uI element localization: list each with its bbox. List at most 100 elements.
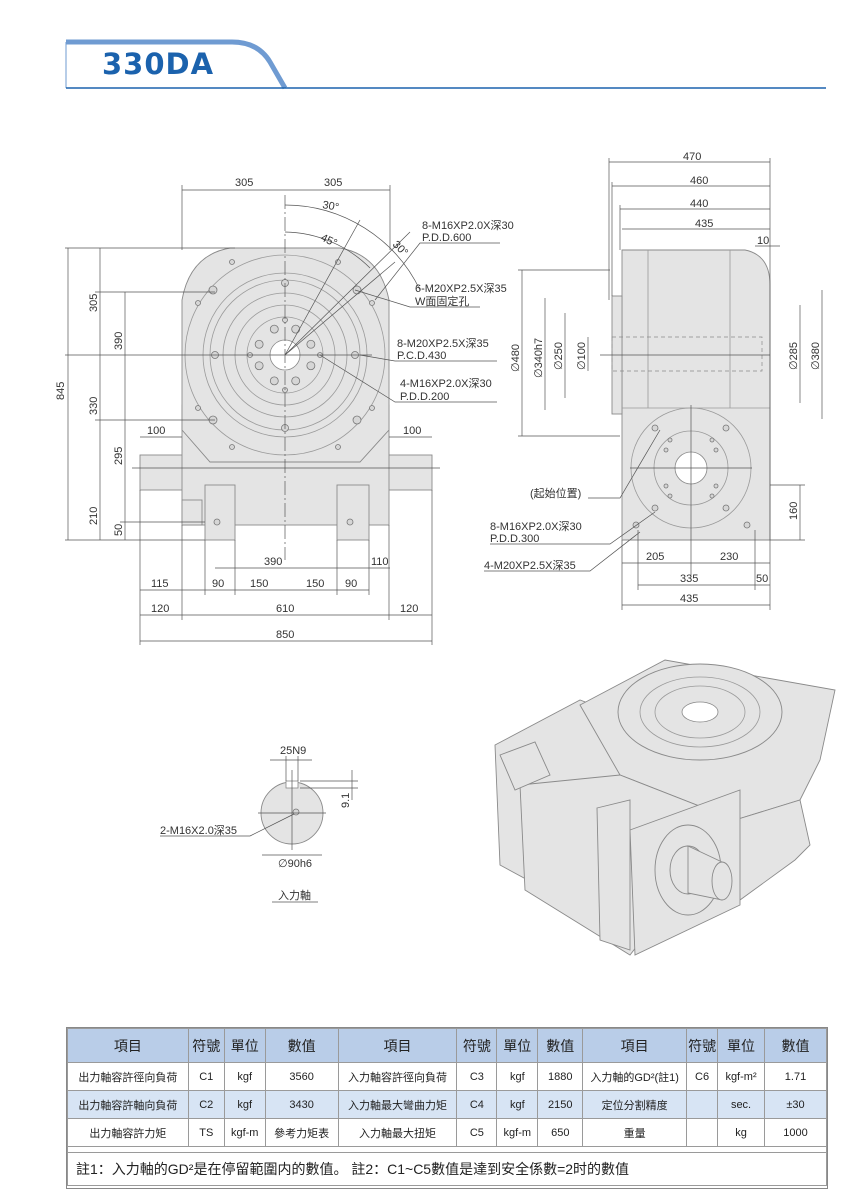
isometric-view	[494, 659, 836, 956]
bolt-hole-icon	[254, 339, 264, 349]
base-hole-icon	[213, 518, 221, 526]
dim-295-v: 295	[113, 447, 125, 465]
table-cell: 出力軸容許力矩	[67, 1118, 189, 1147]
shaft-tap-callout: 2-M16X2.0深35	[160, 824, 237, 837]
table-cell: C5	[456, 1118, 498, 1147]
table-header-row: 項目 符號 單位 數值 項目 符號 單位 數值 項目 符號 單位 數值	[67, 1028, 827, 1063]
table-cell: C1	[187, 1062, 225, 1091]
table-cell: 出力軸容許徑向負荷	[67, 1062, 189, 1091]
table-cell: 定位分割精度	[582, 1090, 688, 1119]
col-header: 單位	[717, 1028, 765, 1063]
base-hole-icon	[743, 521, 751, 529]
bolt-hole-icon	[269, 324, 279, 334]
tap-hole-icon	[229, 444, 235, 450]
dim-dia480: ∅480	[510, 344, 522, 372]
dim-460: 460	[690, 175, 708, 187]
tap-hole-icon	[663, 483, 669, 489]
callout-pdd600: P.D.D.600	[422, 232, 471, 244]
table-cell: 650	[537, 1118, 584, 1147]
tap-hole-icon	[713, 447, 719, 453]
table-cell: kgf	[223, 1062, 266, 1091]
col-header: 數值	[764, 1028, 827, 1063]
dim-dia340h7: ∅340h7	[533, 338, 545, 378]
table-cell: 入力軸最大彎曲力矩	[337, 1090, 458, 1119]
bolt-hole-icon	[269, 376, 279, 386]
col-header: 符號	[456, 1028, 498, 1063]
table-cell: kg	[717, 1118, 765, 1147]
dim-150-left: 150	[250, 578, 268, 590]
table-cell	[686, 1090, 719, 1119]
table-cell: 1880	[537, 1062, 584, 1091]
table-cell: C3	[456, 1062, 498, 1091]
table-cell: kgf	[496, 1090, 539, 1119]
dim-120-right: 120	[400, 603, 418, 615]
dim-330-v: 330	[88, 397, 100, 415]
table-cell: TS	[187, 1118, 225, 1147]
spec-table: 項目 符號 單位 數值 項目 符號 單位 數值 項目 符號 單位 數值 出力軸容…	[67, 1028, 827, 1186]
callout-pcd430: P.C.D.430	[397, 350, 446, 362]
tap-hole-icon	[335, 444, 341, 450]
col-header: 數值	[537, 1028, 584, 1063]
side-view: 470 460 440 435 10 ∅480 ∅340h7 ∅250 ∅100…	[484, 151, 823, 610]
dim-dia250: ∅250	[553, 342, 565, 370]
dim-305-right: 305	[324, 177, 342, 189]
callout-pdd300: P.D.D.300	[490, 533, 539, 545]
table-cell: kgf-m	[496, 1118, 539, 1147]
table-cell: kgf	[223, 1090, 266, 1119]
dim-210-v: 210	[88, 507, 100, 525]
mount-hole-icon	[352, 415, 362, 425]
bolt-hole-icon	[254, 361, 264, 371]
dim-205: 205	[646, 551, 664, 563]
table-cell: 入力軸容許徑向負荷	[337, 1062, 458, 1091]
table-cell: C6	[686, 1062, 719, 1091]
tap-hole-icon	[709, 493, 715, 499]
callout-pdd200: P.D.D.200	[400, 391, 449, 403]
model-title: 330DA	[102, 47, 215, 81]
dim-335: 335	[680, 573, 698, 585]
table-note: 註1：入力軸的GD²是在停留範圍内的數值。 註2：C1~C5數值是達到安全係數=…	[67, 1152, 827, 1186]
header-tab	[65, 39, 826, 90]
callout-w-face: W面固定孔	[415, 294, 469, 308]
col-header: 項目	[582, 1028, 688, 1063]
base-hole-icon	[346, 518, 354, 526]
shaft-view-title: 入力軸	[278, 888, 311, 902]
tap-hole-icon	[709, 437, 715, 443]
bolt-hole-icon	[291, 324, 301, 334]
tap-hole-icon	[667, 493, 673, 499]
dim-435-bottom: 435	[680, 593, 698, 605]
dim-390-v: 390	[113, 332, 125, 350]
tap-hole-icon	[369, 405, 375, 411]
front-view: 305 305 30° 45° 30° 845 305 390 330 295 …	[55, 177, 514, 645]
input-shaft-view: 25N9 9.1 2-M16X2.0深35 ∅90h6 入力軸	[160, 745, 358, 903]
dim-angle-30b: 30°	[390, 239, 410, 259]
table-cell: C4	[456, 1090, 498, 1119]
bolt-hole-icon	[306, 339, 316, 349]
dim-305-left: 305	[235, 177, 253, 189]
bolt-hole-icon	[722, 504, 730, 512]
tap-hole-icon	[229, 259, 235, 265]
col-header: 單位	[223, 1028, 266, 1063]
bolt-hole-icon	[722, 424, 730, 432]
callout-m20-base: 4-M20XP2.5X深35	[484, 559, 576, 572]
dim-150-right: 150	[306, 578, 324, 590]
table-cell	[686, 1118, 719, 1147]
dim-610: 610	[276, 603, 294, 615]
col-header: 符號	[686, 1028, 719, 1063]
table-cell: 3430	[264, 1090, 339, 1119]
tap-hole-icon	[195, 300, 201, 306]
bolt-hole-icon	[651, 504, 659, 512]
table-cell: 3560	[264, 1062, 339, 1091]
dim-90-left: 90	[212, 578, 224, 590]
table-cell: 參考力矩表	[264, 1118, 339, 1147]
dim-dia100: ∅100	[576, 342, 588, 370]
col-header: 單位	[496, 1028, 539, 1063]
dim-110: 110	[371, 556, 389, 568]
dim-435-top: 435	[695, 218, 713, 230]
callout-m16-200: 4-M16XP2.0X深30	[400, 377, 492, 390]
dim-50: 50	[756, 573, 768, 585]
shaft-key-width: 25N9	[280, 745, 306, 757]
dim-100-right: 100	[403, 425, 421, 437]
callout-m16-300: 8-M16XP2.0X深30	[490, 520, 582, 533]
table-cell: 1.71	[764, 1062, 827, 1091]
